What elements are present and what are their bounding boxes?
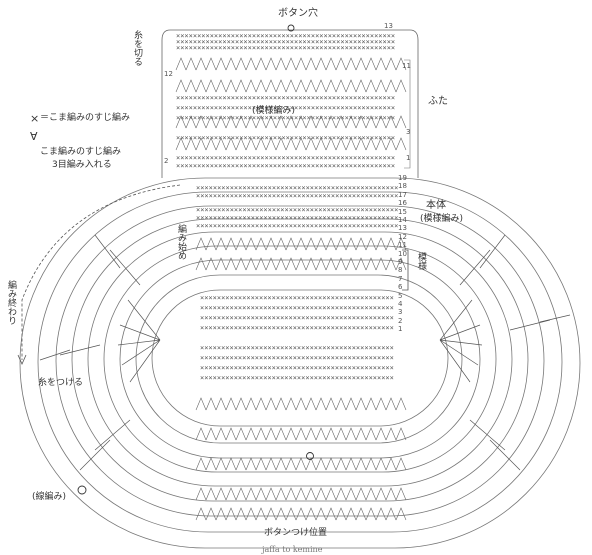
body-label: 本体	[426, 200, 446, 211]
body-row-number: 19	[398, 174, 407, 182]
body-row-number: 5	[398, 291, 403, 300]
body-sc-center-5: ××××××××××××××××××××××××××××××××××××××××…	[200, 354, 394, 362]
body-row-number: 10	[398, 249, 407, 258]
body-rounds	[19, 177, 581, 549]
sc-symbol: ×	[30, 112, 40, 125]
body-row-number: 12	[398, 232, 407, 241]
body-sc-row-3: ××××××××××××××××××××××××××××××××××××××××…	[196, 214, 398, 222]
lid-sc-row-2: ××××××××××××××××××××××××××××××××××××××××…	[176, 44, 395, 52]
body-pattern-label: (模様編み)	[420, 214, 464, 224]
lid-fan-row-1	[175, 79, 407, 93]
pattern-label: 模様	[416, 252, 426, 270]
cut-yarn-label: 糸を切る	[132, 30, 142, 66]
button-position-label: ボタンつけ位置	[264, 528, 328, 538]
button-marker	[306, 452, 314, 460]
body-sc-center-3: ××××××××××××××××××××××××××××××××××××××××…	[200, 324, 394, 332]
button-hole-marker	[287, 24, 295, 32]
body-row-number: 7	[398, 274, 403, 283]
body-sc-center-2: ××××××××××××××××××××××××××××××××××××××××…	[200, 314, 394, 322]
body-row-number: 1	[398, 325, 403, 334]
lid-sc-row-b5: ××××××××××××××××××××××××××××××××××××××××…	[176, 162, 395, 170]
yarn-path-dashed	[21, 184, 181, 360]
lid-sc-row-b0: ××××××××××××××××××××××××××××××××××××××××…	[176, 94, 395, 102]
lid-sc-row-b2: ××××××××××××××××××××××××××××××××××××××××…	[176, 114, 395, 122]
body-row-number: 18	[398, 182, 407, 191]
start-knit-label: 編み始め	[176, 224, 186, 260]
body-row-number: 13	[398, 224, 407, 233]
body-sc-center-7: ××××××××××××××××××××××××××××××××××××××××…	[200, 374, 394, 382]
body-sc-row-4: ××××××××××××××××××××××××××××××××××××××××…	[196, 222, 398, 230]
button-marker-lower	[77, 485, 87, 495]
line-knit-label: (線編み)	[32, 492, 67, 502]
lid-row-3: 3	[406, 128, 411, 136]
body-row-number: 3	[398, 308, 403, 317]
lid-row-13: 13	[384, 22, 393, 30]
lid-panel	[161, 29, 419, 178]
yarn-arrow	[17, 354, 27, 365]
lid-sc-row-0: ××××××××××××××××××××××××××××××××××××××××…	[176, 32, 395, 40]
lid-row-2-left: 2	[164, 157, 169, 165]
legend-increase-line2: 3目編み入れる	[52, 160, 112, 170]
lid-sc-row-b3: ××××××××××××××××××××××××××××××××××××××××…	[176, 134, 395, 142]
lid-pattern-label: (模様編み)	[252, 106, 296, 116]
body-row-number: 16	[398, 199, 407, 208]
lid-sc-row-b4: ××××××××××××××××××××××××××××××××××××××××…	[176, 154, 395, 162]
body-fan-row-6	[195, 507, 407, 521]
side-fans	[39, 234, 571, 471]
increase-symbol: ∀	[30, 130, 38, 143]
legend-increase-line1: こま編みのすじ編み	[40, 147, 122, 157]
lid-fan-row-0	[175, 57, 407, 71]
lid-fan-row-3	[175, 137, 407, 151]
lid-label: ふた	[428, 96, 448, 107]
button-hole-label: ボタン穴	[278, 8, 318, 19]
body-row-number: 4	[398, 300, 403, 308]
body-row-number: 8	[398, 266, 403, 275]
body-sc-center-1: ××××××××××××××××××××××××××××××××××××××××…	[200, 304, 394, 312]
body-fan-row-3	[195, 427, 407, 441]
body-sc-center-4: ××××××××××××××××××××××××××××××××××××××××…	[200, 344, 394, 352]
lid-bracket	[404, 59, 411, 169]
body-sc-row-0: ××××××××××××××××××××××××××××××××××××××××…	[196, 184, 398, 192]
lid-row-12-left: 12	[164, 70, 173, 78]
body-sc-row-1: ××××××××××××××××××××××××××××××××××××××××…	[196, 192, 398, 200]
body-sc-center-0: ××××××××××××××××××××××××××××××××××××××××…	[200, 294, 394, 302]
lid-row-11: 11	[402, 62, 411, 70]
body-row-number: 9	[398, 258, 403, 266]
lid-sc-row-b1: ××××××××××××××××××××××××××××××××××××××××…	[176, 104, 395, 112]
end-knit-label: 編み終わり	[6, 280, 16, 325]
body-fan-row-0	[195, 237, 407, 251]
lid-row-1: 1	[406, 154, 411, 162]
credit-text: jaffa to kemine	[262, 545, 323, 554]
body-row-number: 14	[398, 216, 407, 224]
lid-sc-row-1: ××××××××××××××××××××××××××××××××××××××××…	[176, 38, 395, 46]
legend-sc-back-loop: ＝こま編みのすじ編み	[40, 113, 131, 123]
lid-fan-row-2	[175, 115, 407, 129]
body-sc-row-2: ××××××××××××××××××××××××××××××××××××××××…	[196, 206, 398, 214]
lid-stitch-rows: ××××××××××××××××××××××××××××××××××××××××…	[175, 32, 407, 170]
body-fan-row-1	[195, 257, 407, 271]
body-row-number: 11	[398, 241, 407, 250]
pattern-bracket	[402, 249, 409, 291]
body-sc-center-6: ××××××××××××××××××××××××××××××××××××××××…	[200, 364, 394, 372]
body-fan-row-5	[195, 487, 407, 501]
body-fan-row-2	[195, 397, 407, 411]
body-row-number: 17	[398, 190, 407, 199]
body-fan-row-4	[195, 457, 407, 471]
body-row-number: 2	[398, 316, 403, 325]
body-row-number: 15	[398, 207, 407, 216]
attach-yarn-label: 糸をつける	[38, 378, 84, 388]
body-row-number: 6	[398, 283, 403, 292]
body-stitch-rows: ××××××××××××××××××××××××××××××××××××××××…	[195, 184, 407, 521]
